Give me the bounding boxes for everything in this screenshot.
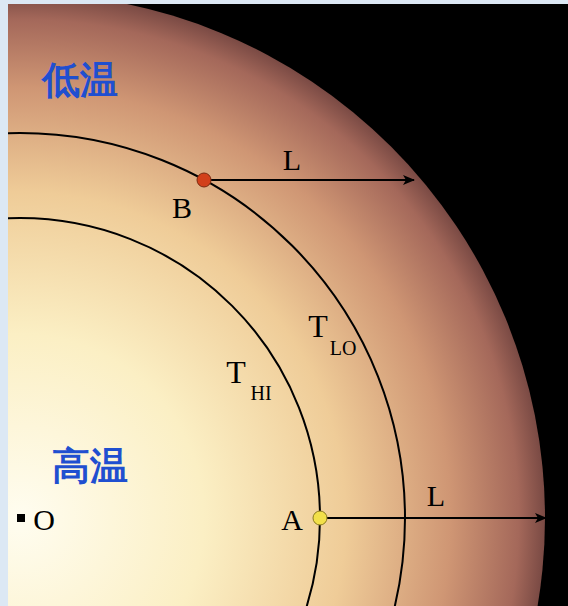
temperature-subscript: LO [330,338,357,358]
region-label: 低温 [42,61,118,99]
region-label: 高温 [52,447,128,485]
origin-label: O [33,505,55,535]
temperature-subscript: HI [250,383,271,403]
temperature-symbol: T [226,356,246,388]
point-dot [313,511,327,525]
path-arrow [204,179,414,181]
star-body [8,4,545,606]
isotherm-high [8,218,320,606]
point-label: B [172,193,192,223]
point-label: A [281,505,303,535]
length-label: L [427,481,445,511]
isotherm-low [8,133,405,606]
path-arrow [320,517,546,519]
center-mark [17,514,25,522]
length-label: L [283,145,301,175]
point-dot [197,173,211,187]
temperature-symbol: T [308,310,328,342]
